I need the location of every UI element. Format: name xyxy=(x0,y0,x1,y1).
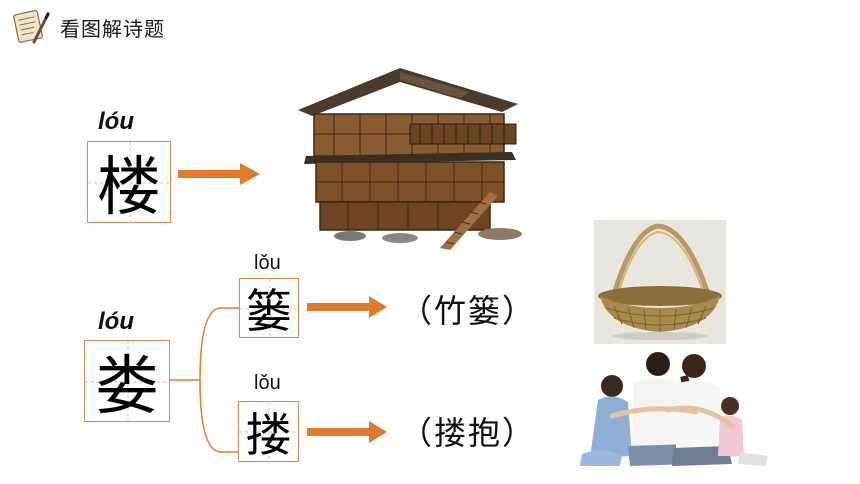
character-lou-basket: 篓 xyxy=(246,284,292,338)
arrow-to-basket-meaning xyxy=(307,296,387,318)
pinyin-lou-root: lóu xyxy=(98,308,134,335)
pinyin-lou-building: lóu xyxy=(98,108,134,135)
branch-connector xyxy=(170,307,240,453)
char-grid xyxy=(88,142,172,224)
page-title: 看图解诗题 xyxy=(60,17,165,41)
char-box-lou-building: 楼 xyxy=(87,141,172,225)
char-box-lou-basket: 篓 xyxy=(239,278,300,339)
scroll-notebook-icon xyxy=(8,6,52,46)
char-grid xyxy=(239,402,300,463)
family-hug-photo xyxy=(580,352,768,466)
char-grid xyxy=(240,279,300,339)
wooden-building-illustration xyxy=(298,68,522,250)
character-lou-hug: 搂 xyxy=(245,407,292,462)
character-lou-root: 娄 xyxy=(95,350,159,424)
character-lou-building: 楼 xyxy=(97,151,161,225)
meaning-basket: （竹篓） xyxy=(400,292,537,330)
char-box-lou-root: 娄 xyxy=(84,340,171,424)
bamboo-basket-photo xyxy=(594,220,726,344)
pinyin-lou-basket: lǒu xyxy=(254,252,281,274)
arrow-to-hug-meaning xyxy=(307,421,387,443)
arrow-to-building xyxy=(178,163,260,185)
meaning-hug: （搂抱） xyxy=(400,414,537,452)
char-grid xyxy=(85,341,171,423)
char-box-lou-hug: 搂 xyxy=(238,401,300,463)
pinyin-lou-hug: lǒu xyxy=(254,372,281,394)
